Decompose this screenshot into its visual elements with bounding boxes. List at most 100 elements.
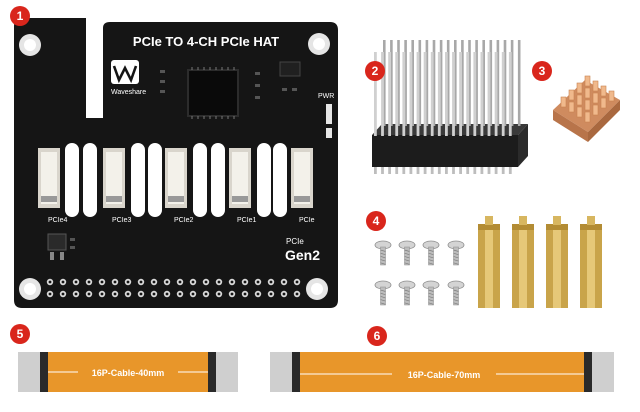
header-pin xyxy=(459,52,462,136)
mounting-hole xyxy=(308,33,330,55)
smd-components xyxy=(160,61,332,138)
screw-set xyxy=(374,240,465,306)
heatsink-fin xyxy=(600,97,607,109)
header-pin xyxy=(388,52,391,136)
pcie-switch-chip xyxy=(187,67,239,119)
waveshare-logo xyxy=(111,60,139,84)
header-pin xyxy=(494,52,498,136)
gen-label-bottom: Gen2 xyxy=(285,247,320,263)
ffc-cable-70mm: 16P-Cable-70mm xyxy=(270,352,614,392)
header-pin xyxy=(517,40,521,126)
port-label: PCIe2 xyxy=(174,217,194,224)
heatsink-fin xyxy=(592,80,599,92)
heatsink-fin xyxy=(576,82,583,94)
heatsink-fin xyxy=(584,87,591,99)
heatsink-fin xyxy=(568,89,575,101)
header-pin xyxy=(402,52,406,136)
header-pin xyxy=(374,52,377,136)
header-pins-back xyxy=(383,40,521,126)
badge-board: 1 xyxy=(10,6,30,26)
header-pin xyxy=(395,52,399,136)
header-pin xyxy=(437,52,441,136)
header-pin xyxy=(381,52,384,136)
header-pins-front xyxy=(374,52,512,174)
cable-label: 16P-Cable-40mm xyxy=(92,368,165,378)
header-pin xyxy=(480,52,484,136)
header-pin xyxy=(461,40,464,126)
heatsink-fin xyxy=(600,85,607,97)
ffc-port-pcie: PCIe xyxy=(273,143,315,224)
header-pin xyxy=(418,40,422,126)
header-pin xyxy=(446,40,450,126)
pin-header-2x20 xyxy=(372,40,528,174)
header-pin xyxy=(510,40,514,126)
gen-label-top: PCIe xyxy=(286,237,304,246)
header-pin xyxy=(404,40,407,126)
heatsink-fin xyxy=(608,90,615,102)
header-pin xyxy=(454,40,457,126)
badge-cable-70mm: 6 xyxy=(367,326,387,346)
header-pin xyxy=(503,40,507,126)
header-pin xyxy=(501,52,505,136)
heatsink-fin xyxy=(592,92,599,104)
heatsink-fins xyxy=(560,75,615,123)
brass-standoff-set xyxy=(478,216,602,308)
header-pin xyxy=(430,52,434,136)
port-label: PCIe xyxy=(299,217,315,224)
board-title: PCIe TO 4-CH PCIe HAT xyxy=(133,34,279,49)
heatsink-fin xyxy=(584,111,591,123)
header-pin xyxy=(411,40,414,126)
badge-heatsink: 3 xyxy=(532,61,552,81)
header-pin xyxy=(475,40,478,126)
heatsink-fin xyxy=(584,75,591,87)
header-pin xyxy=(423,52,427,136)
header-pin xyxy=(452,52,455,136)
header-pin xyxy=(508,52,512,136)
ffc-port-pcie4: PCIe4 xyxy=(38,143,79,224)
heatsink-fin xyxy=(592,104,599,116)
badge-screws: 4 xyxy=(366,211,386,231)
header-pin xyxy=(432,40,436,126)
header-pin xyxy=(416,52,420,136)
header-pin xyxy=(383,40,386,126)
heatsink-fin xyxy=(576,94,583,106)
copper-heatsink xyxy=(553,75,620,142)
ffc-cable-40mm: 16P-Cable-40mm xyxy=(18,352,238,392)
header-pin xyxy=(409,52,413,136)
heatsink-fin xyxy=(568,101,575,113)
port-label: PCIe4 xyxy=(48,217,68,224)
ffc-port-pcie3: PCIe3 xyxy=(83,143,145,224)
header-pin xyxy=(390,40,393,126)
header-pin xyxy=(482,40,485,126)
mounting-hole xyxy=(306,278,328,300)
header-pin xyxy=(473,52,477,136)
heatsink-fin xyxy=(560,96,567,108)
header-pin xyxy=(397,40,400,126)
port-label: PCIe3 xyxy=(112,217,132,224)
header-pin xyxy=(425,40,429,126)
badge-cable-40mm: 5 xyxy=(10,324,30,344)
header-pin xyxy=(496,40,500,126)
header-pin xyxy=(489,40,493,126)
brand-label: Waveshare xyxy=(111,89,146,96)
header-pin xyxy=(445,52,448,136)
heatsink-fin xyxy=(576,106,583,118)
heatsink-fin xyxy=(584,99,591,111)
cable-label: 16P-Cable-70mm xyxy=(408,370,481,380)
voltage-regulator xyxy=(47,233,75,260)
header-pin xyxy=(468,40,471,126)
port-label: PCIe1 xyxy=(237,217,257,224)
pwr-label: PWR xyxy=(318,93,334,100)
pcie-hat-board: PCIe TO 4-CH PCIe HAT Waveshare PWR xyxy=(14,18,338,308)
mounting-hole xyxy=(19,34,41,56)
header-pin xyxy=(439,40,443,126)
gpio-header-holes xyxy=(46,278,301,298)
badge-pin-header: 2 xyxy=(365,61,385,81)
mounting-hole xyxy=(19,278,41,300)
header-pin xyxy=(487,52,491,136)
header-pin xyxy=(466,52,470,136)
ffc-port-pcie1: PCIe1 xyxy=(211,143,271,224)
ffc-port-pcie2: PCIe2 xyxy=(148,143,207,224)
